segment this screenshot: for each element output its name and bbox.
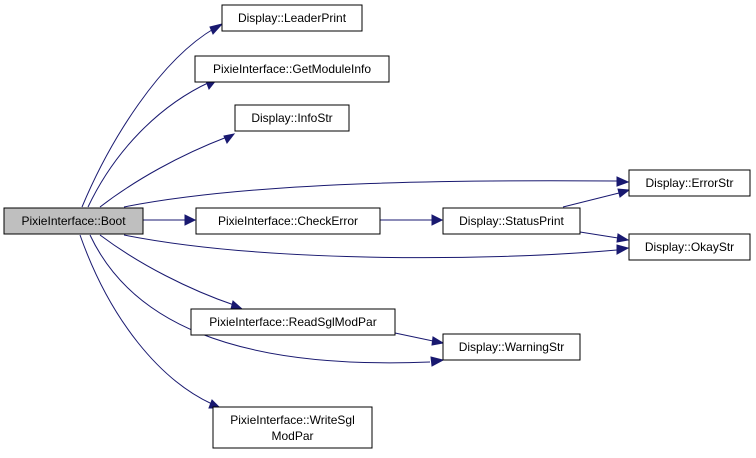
edge-arrowhead bbox=[616, 233, 630, 243]
node-label: Display::InfoStr bbox=[251, 111, 332, 125]
edge-arrowhead bbox=[209, 23, 224, 35]
edge-arrowhead bbox=[616, 176, 630, 187]
edge-boot-okay-str bbox=[123, 234, 618, 259]
node-label: Display::LeaderPrint bbox=[238, 11, 347, 25]
node-label: Display::ErrorStr bbox=[645, 176, 733, 190]
node-label: Display::WarningStr bbox=[459, 340, 565, 354]
edge-boot-read-sgl-mod-par bbox=[99, 234, 235, 306]
edge-arrowhead bbox=[430, 356, 445, 367]
node-label: Display::StatusPrint bbox=[459, 214, 564, 228]
node-label: PixieInterface::ReadSglModPar bbox=[209, 315, 376, 329]
node-label-line1: PixieInterface::WriteSgl bbox=[230, 413, 355, 427]
edge-arrowhead bbox=[230, 300, 244, 310]
edge-arrowhead bbox=[617, 188, 631, 198]
node-info-str[interactable]: Display::InfoStr bbox=[234, 104, 350, 132]
node-check-error[interactable]: PixieInterface::CheckError bbox=[195, 207, 381, 235]
node-leader-print[interactable]: Display::LeaderPrint bbox=[221, 4, 363, 32]
edge-arrowhead bbox=[616, 244, 630, 255]
node-write-sgl-mod-par[interactable]: PixieInterface::WriteSgl ModPar bbox=[212, 406, 373, 449]
edge-arrowhead bbox=[431, 214, 444, 226]
edge-boot-error-str bbox=[123, 180, 618, 208]
edge-read-sgl-mod-par-warning-str bbox=[394, 332, 434, 342]
edge-boot-write-sgl-mod-par bbox=[79, 234, 213, 405]
node-label: PixieInterface::CheckError bbox=[218, 214, 358, 228]
node-get-module-info[interactable]: PixieInterface::GetModuleInfo bbox=[194, 55, 390, 83]
node-label: PixieInterface::Boot bbox=[21, 214, 126, 228]
node-status-print[interactable]: Display::StatusPrint bbox=[442, 207, 581, 235]
edge-status-print-error-str bbox=[562, 192, 620, 208]
node-label: Display::OkayStr bbox=[645, 240, 734, 254]
edge-arrowhead bbox=[431, 336, 445, 346]
edge-boot-warning-str bbox=[89, 234, 431, 364]
edge-boot-get-module-info bbox=[87, 81, 211, 208]
edge-arrowhead bbox=[184, 214, 197, 226]
node-label: PixieInterface::GetModuleInfo bbox=[213, 62, 371, 76]
edge-status-print-okay-str bbox=[579, 231, 619, 239]
node-error-str[interactable]: Display::ErrorStr bbox=[628, 169, 751, 197]
node-read-sgl-mod-par[interactable]: PixieInterface::ReadSglModPar bbox=[190, 308, 396, 336]
nodes: PixieInterface::Boot Display::LeaderPrin… bbox=[3, 4, 751, 449]
edge-boot-info-str bbox=[99, 136, 228, 208]
node-boot[interactable]: PixieInterface::Boot bbox=[3, 207, 144, 235]
edge-boot-leader-print bbox=[81, 27, 216, 208]
edge-arrowhead bbox=[223, 133, 236, 144]
node-warning-str[interactable]: Display::WarningStr bbox=[442, 333, 581, 361]
node-label-line2: ModPar bbox=[271, 429, 313, 443]
node-okay-str[interactable]: Display::OkayStr bbox=[628, 233, 751, 261]
